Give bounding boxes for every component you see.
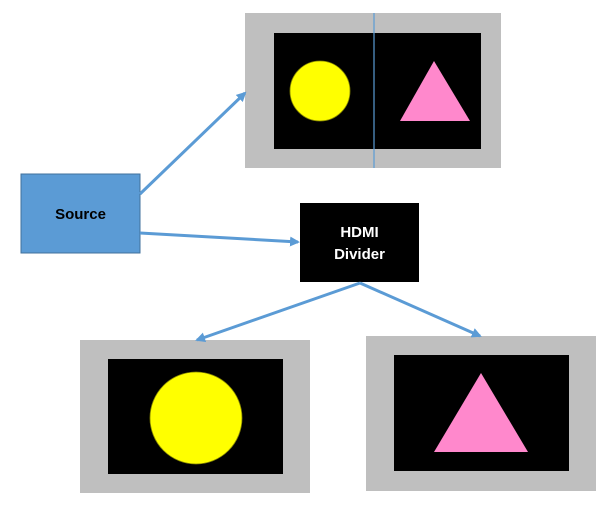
bottom-left-display	[80, 340, 310, 493]
arrow-source-to-top-display	[138, 91, 247, 196]
hdmi-divider-node: HDMI Divider	[300, 203, 419, 282]
top-display-triangle	[400, 61, 470, 121]
arrow-divider-to-bottom-right	[359, 281, 482, 338]
hdmi-divider-label-line1: HDMI	[340, 224, 378, 241]
top-display	[245, 13, 501, 168]
bottom-right-display-triangle	[434, 373, 528, 452]
bottom-left-display-circle	[149, 371, 243, 465]
bottom-right-display	[366, 336, 596, 491]
arrow-source-to-hdmi-divider	[139, 231, 300, 247]
source-node: Source	[20, 173, 141, 254]
source-label: Source	[55, 206, 106, 223]
connectors	[138, 91, 482, 343]
arrow-divider-to-bottom-left	[195, 281, 361, 343]
hdmi-divider-box	[300, 203, 419, 282]
hdmi-divider-label-line2: Divider	[334, 246, 385, 263]
top-display-circle	[289, 60, 351, 122]
source-box	[20, 173, 141, 254]
